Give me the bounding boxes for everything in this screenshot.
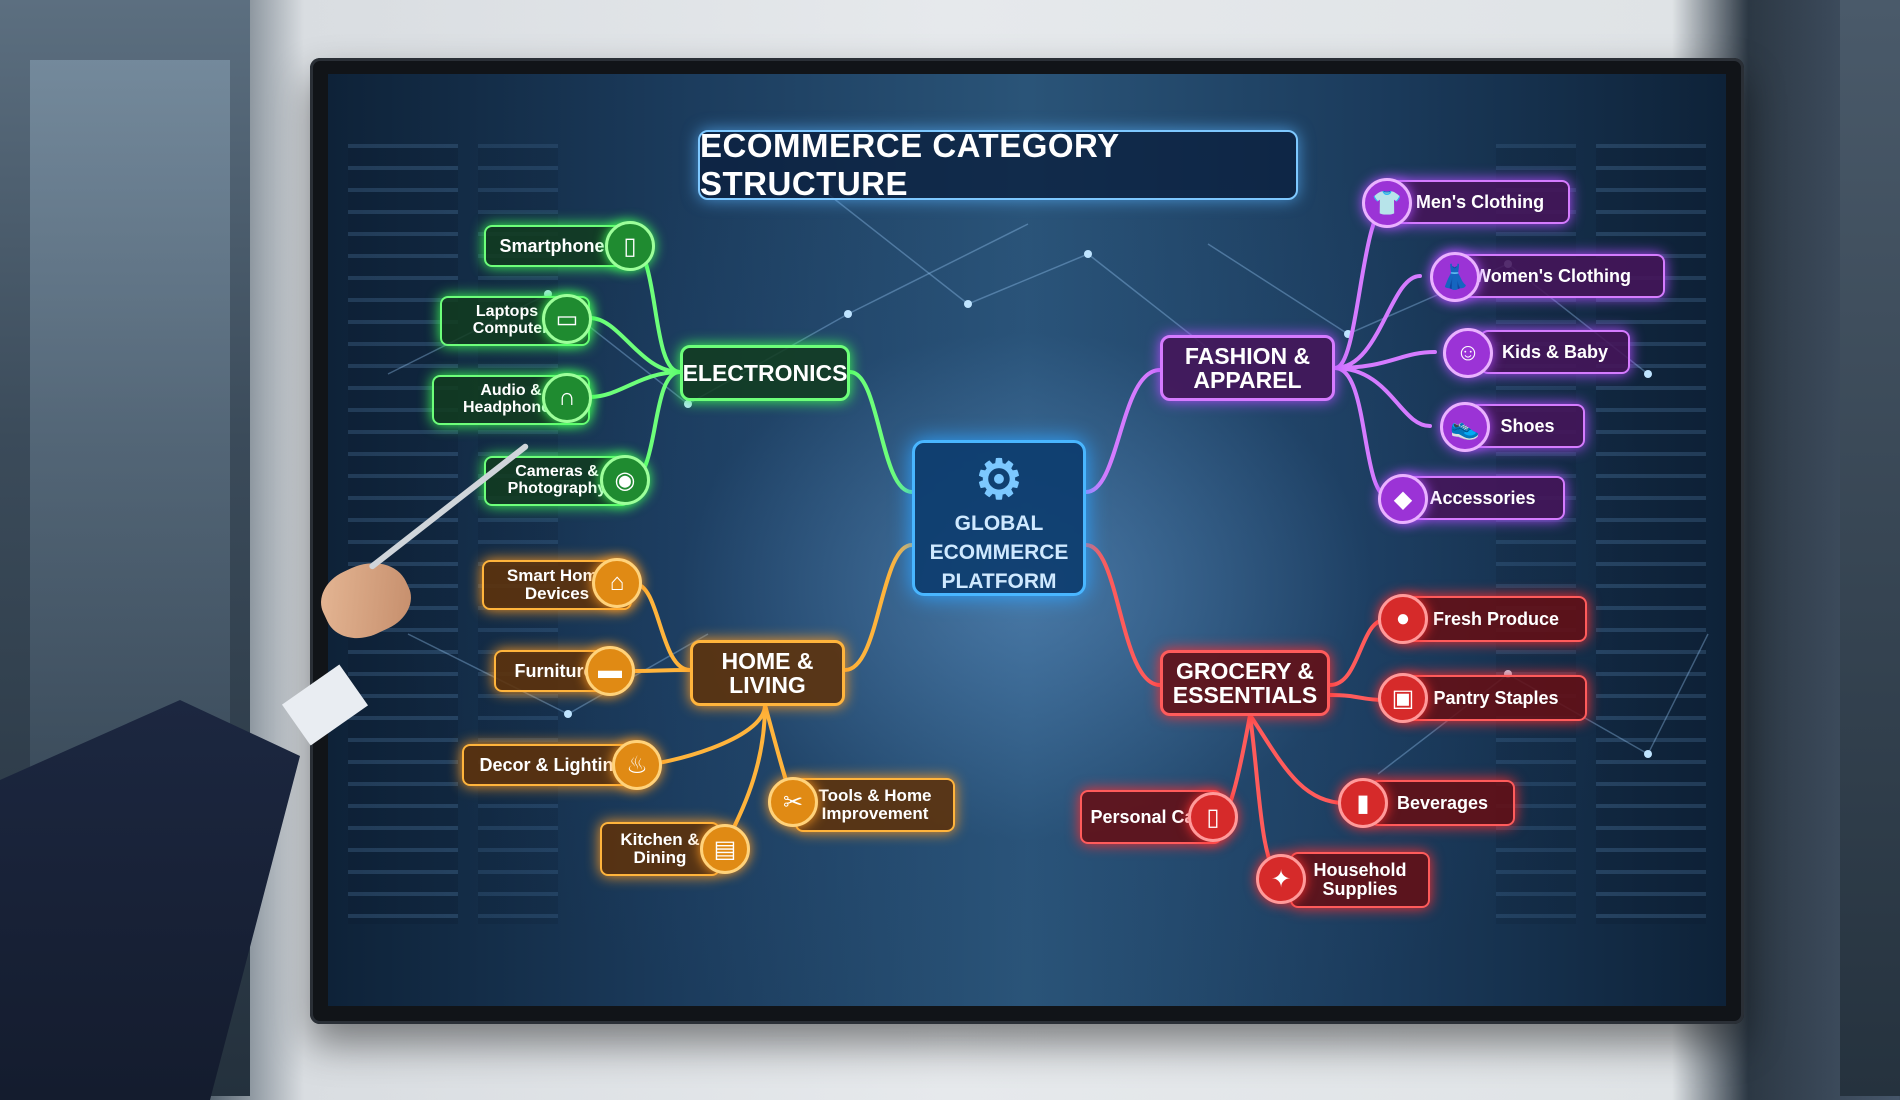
laptop-icon: ▭	[542, 294, 592, 344]
smartphone-icon: ▯	[605, 221, 655, 271]
tools-icon: ✂	[768, 777, 818, 827]
diagram-title: ECOMMERCE CATEGORY STRUCTURE	[698, 130, 1298, 200]
leaf-pantry-staples: Pantry Staples	[1405, 675, 1587, 721]
leaf-mens-clothing: Men's Clothing	[1390, 180, 1570, 224]
hub-fashion-apparel: FASHION & APPAREL	[1160, 335, 1335, 401]
bottle-icon: ▮	[1338, 778, 1388, 828]
lamp-icon: ♨	[612, 740, 662, 790]
home-icon: ⌂	[592, 558, 642, 608]
center-label-line: GLOBAL	[915, 511, 1083, 536]
jar-icon: ▣	[1378, 673, 1428, 723]
kitchen-icon: ▤	[700, 824, 750, 874]
leaf-fresh-produce: Fresh Produce	[1405, 596, 1587, 642]
center-label-line: PLATFORM	[915, 569, 1083, 594]
apple-icon: ●	[1378, 594, 1428, 644]
leaf-kids-baby: Kids & Baby	[1480, 330, 1630, 374]
personal-care-icon: ▯	[1188, 792, 1238, 842]
dress-icon: 👗	[1430, 252, 1480, 302]
leaf-tools-home-improvement: Tools & Home Improvement	[795, 778, 955, 832]
leaf-beverages: Beverages	[1370, 780, 1515, 826]
camera-icon: ◉	[600, 455, 650, 505]
leaf-household-supplies: Household Supplies	[1290, 852, 1430, 908]
gear-icon: ⚙	[915, 453, 1083, 507]
hub-grocery-essentials: GROCERY & ESSENTIALS	[1160, 650, 1330, 716]
baby-icon: ☺	[1443, 328, 1493, 378]
hub-electronics: ELECTRONICS	[680, 345, 850, 401]
accessory-icon: ◆	[1378, 474, 1428, 524]
shoe-icon: 👟	[1440, 402, 1490, 452]
tshirt-icon: 👕	[1362, 178, 1412, 228]
sofa-icon: ▬	[585, 646, 635, 696]
hub-home-living: HOME & LIVING	[690, 640, 845, 706]
cleaning-icon: ✦	[1256, 854, 1306, 904]
center-label-line: ECOMMERCE	[915, 540, 1083, 565]
center-node: ⚙ GLOBAL ECOMMERCE PLATFORM	[912, 440, 1086, 596]
headphones-icon: ∩	[542, 373, 592, 423]
